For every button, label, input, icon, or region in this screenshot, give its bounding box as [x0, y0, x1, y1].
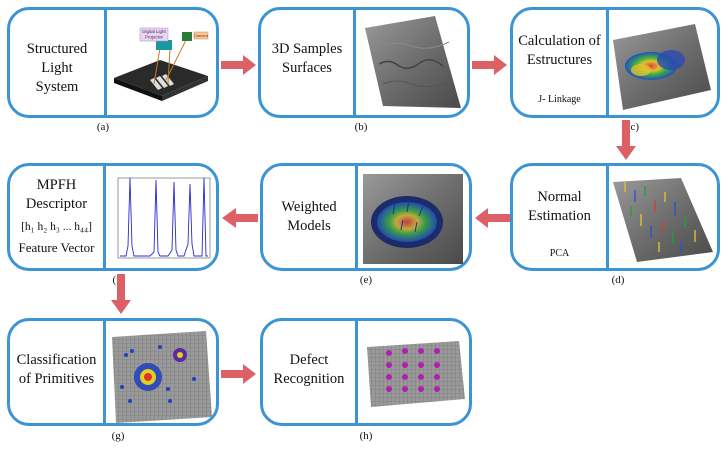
weighted-model-image: [363, 174, 463, 264]
step-title: Weighted Models: [281, 199, 337, 234]
step-title: Structured Light System: [26, 41, 88, 95]
box-divider: [104, 10, 107, 115]
caption-e: (e): [359, 274, 373, 286]
step-subtitle: J- Linkage: [538, 94, 581, 105]
histogram-plot-image: [110, 174, 214, 266]
box-divider: [103, 321, 106, 423]
step-title: 3D Samples Surfaces: [271, 41, 343, 76]
box-divider: [353, 10, 356, 115]
caption-h: (h): [359, 430, 373, 442]
step-box-classification: Classification of Primitives: [7, 318, 219, 426]
caption-b: (b): [354, 121, 368, 133]
arrow-b-to-c: [472, 55, 507, 75]
normals-image: [611, 172, 715, 266]
3d-surface-image: [361, 14, 465, 112]
step-title: Classification of Primitives: [16, 352, 97, 387]
box-divider: [355, 166, 358, 268]
arrow-d-to-e: [475, 208, 510, 228]
arrow-g-to-h: [221, 364, 256, 384]
svg-text:Projector: Projector: [145, 35, 164, 40]
step-box-mpfh: MPFH Descriptor [h₁ h₂ h₃ ... h₄₄] Featu…: [7, 163, 219, 271]
classification-image: [110, 327, 214, 423]
caption-f: (f): [112, 274, 124, 286]
step-box-structured-light: Structured Light System Digital Light Pr…: [7, 7, 219, 118]
step-box-defect-recognition: Defect Recognition: [260, 318, 472, 426]
caption-c: (c): [626, 121, 640, 133]
step-title: Calculation of Estructures: [518, 33, 601, 68]
defect-recognition-image: [363, 337, 467, 409]
step-box-calculation: Calculation of Estructures J- Linkage: [510, 7, 720, 118]
box-divider: [355, 321, 358, 423]
box-divider: [606, 166, 609, 268]
arrow-a-to-b: [221, 55, 256, 75]
box-divider: [606, 10, 609, 115]
step-title: MPFH Descriptor: [25, 177, 88, 212]
step-box-normal-estimation: Normal Estimation PCA: [510, 163, 720, 271]
estructures-image: [611, 20, 713, 112]
caption-a: (a): [96, 121, 110, 133]
step-title: Normal Estimation: [528, 189, 591, 224]
step-subtitle: Feature Vector: [18, 240, 95, 255]
feature-vector-formula: [h₁ h₂ h₃ ... h₄₄]: [21, 221, 92, 233]
arrow-e-to-f: [222, 208, 258, 228]
caption-g: (g): [111, 430, 125, 442]
step-box-weighted-models: Weighted Models: [260, 163, 472, 271]
box-divider: [103, 166, 106, 268]
svg-text:Camera: Camera: [194, 33, 209, 38]
svg-text:Digital Light: Digital Light: [142, 29, 166, 34]
structured-light-setup-image: Digital Light Projector Camera: [110, 18, 210, 106]
step-subtitle: PCA: [549, 248, 570, 259]
caption-d: (d): [611, 274, 625, 286]
step-title: Defect Recognition: [273, 352, 345, 387]
step-box-3d-samples: 3D Samples Surfaces: [258, 7, 470, 118]
